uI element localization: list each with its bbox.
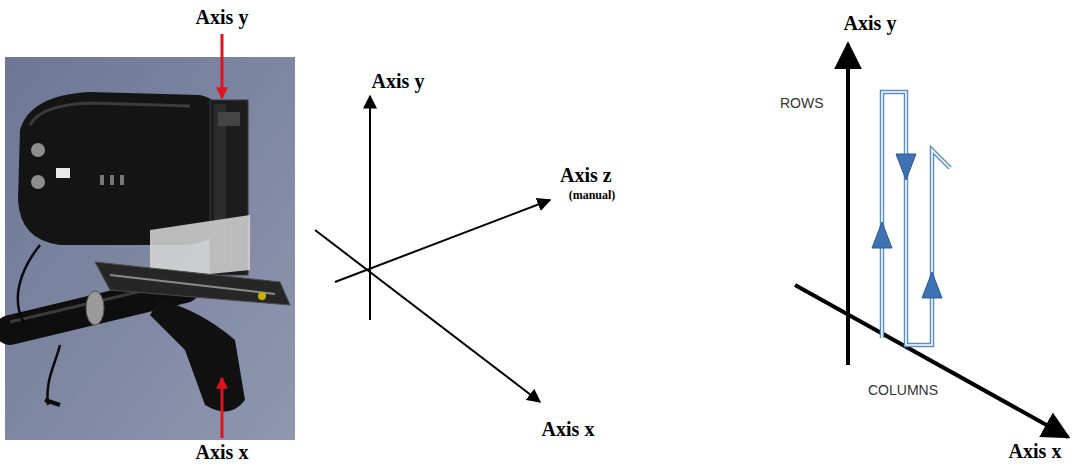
x-stage-rail xyxy=(110,275,275,294)
cable xyxy=(47,345,60,405)
pointer-arrow xyxy=(221,378,224,438)
axis-label: Axis y xyxy=(844,12,897,34)
axis-label: Axis y xyxy=(196,6,249,28)
tube-knob xyxy=(86,291,104,325)
axis-label: Axis x xyxy=(542,418,595,440)
x-stage xyxy=(95,262,290,305)
direction-arrow xyxy=(872,222,892,248)
camera-body xyxy=(18,92,225,245)
camera-detail xyxy=(120,175,124,185)
camera-lens xyxy=(31,143,45,157)
camera-detail xyxy=(100,175,104,185)
x-stage-screw xyxy=(258,292,266,300)
direction-label: COLUMNS xyxy=(868,383,938,398)
camera-lens xyxy=(31,175,45,189)
camera-detail xyxy=(110,175,114,185)
camera-highlight xyxy=(30,103,190,125)
axis-label: Axis z xyxy=(560,164,612,186)
axis-label: Axis x xyxy=(1009,440,1062,462)
camera-photo xyxy=(5,57,295,440)
pointer-arrow xyxy=(221,34,224,98)
hand-grip xyxy=(150,300,245,411)
direction-arrow xyxy=(922,272,942,298)
cable-plug xyxy=(45,400,60,405)
axis-note: (manual) xyxy=(569,189,616,202)
direction-arrow xyxy=(896,154,916,180)
camera-label xyxy=(56,168,70,178)
axis-line xyxy=(315,230,540,402)
scan-path-inner xyxy=(882,92,950,345)
y-stage-screw xyxy=(218,112,240,126)
cable xyxy=(18,245,40,325)
axis-label: Axis x xyxy=(196,441,249,463)
axis-line xyxy=(369,96,371,320)
axis-label: Axis y xyxy=(372,70,425,92)
scan-path xyxy=(882,92,950,345)
direction-label: ROWS xyxy=(780,96,824,111)
photo-background xyxy=(5,57,295,440)
